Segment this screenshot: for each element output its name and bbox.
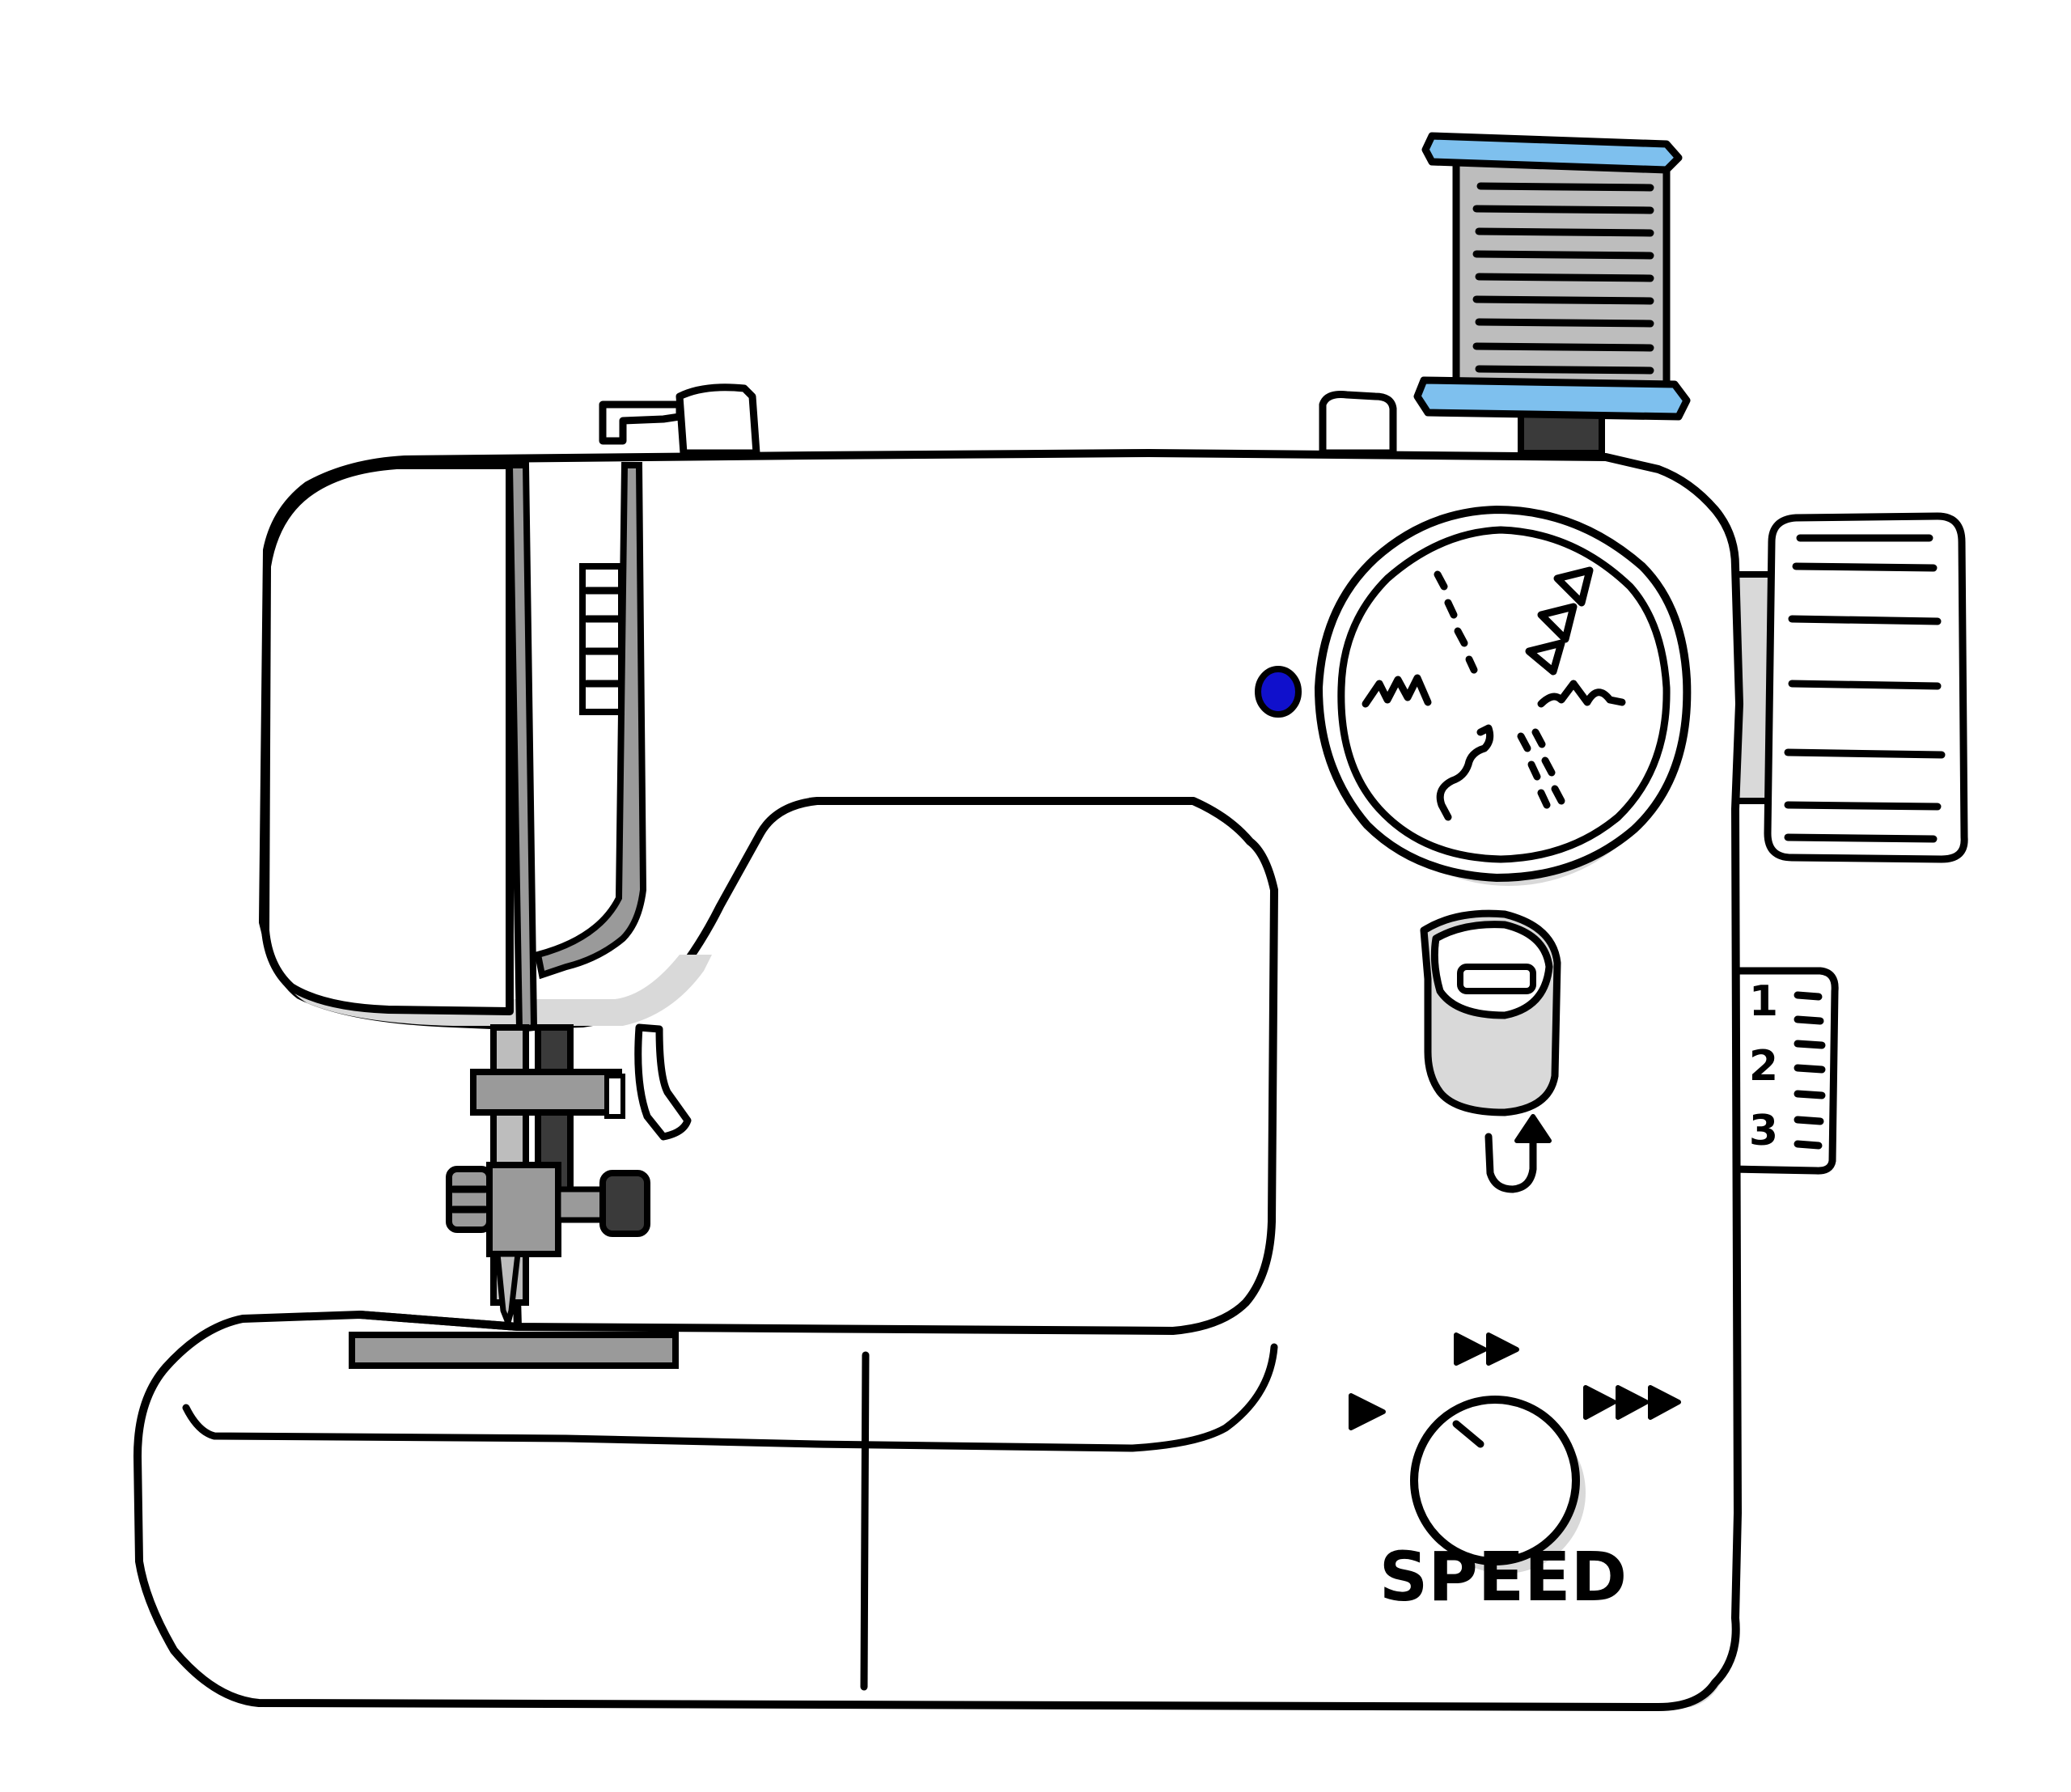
free-arm-top-edge <box>182 1343 1278 1452</box>
speed-label: SPEED <box>1379 1537 1628 1616</box>
needle-assembly[interactable] <box>446 1023 692 1326</box>
reverse-arrow-icon <box>1484 1129 1537 1193</box>
handwheel[interactable] <box>1720 512 1968 863</box>
reverse-lever-slot <box>1457 964 1536 994</box>
stitch-width-number-1: 1 <box>1749 977 1778 1026</box>
power-indicator-light <box>1255 666 1302 718</box>
presser-foot-body <box>486 1162 561 1257</box>
needle-clamp <box>470 1069 622 1116</box>
reverse-arrow-head <box>1514 1114 1552 1143</box>
handwheel-grip-lines <box>1784 534 1946 843</box>
head-cover <box>261 461 514 1015</box>
thread-spool[interactable] <box>1413 132 1691 456</box>
speed-control[interactable]: SPEED <box>1349 1332 1681 1616</box>
bobbin-winder-stopper[interactable] <box>1319 391 1397 457</box>
speed-dial-knob[interactable] <box>1410 1396 1580 1565</box>
speed-medium-icon <box>1454 1332 1519 1366</box>
needle <box>494 1251 521 1326</box>
presser-foot-lever[interactable] <box>634 1023 692 1141</box>
speed-fast-icon <box>1583 1385 1681 1420</box>
spool-bottom-cap <box>1413 376 1691 421</box>
stitch-width-ticks <box>1794 991 1826 1150</box>
speed-dial-pointer <box>1452 1420 1484 1448</box>
reverse-stitch-lever[interactable] <box>1420 909 1561 1193</box>
stitch-width-number-2: 2 <box>1749 1042 1778 1091</box>
needle-plate <box>349 1332 679 1369</box>
thread-take-up-lever[interactable] <box>579 563 625 715</box>
presser-foot-screw-left <box>446 1166 493 1233</box>
stitch-width-number-3: 3 <box>1749 1107 1778 1155</box>
spool-top-cap <box>1421 132 1683 174</box>
stitch-pattern-dial[interactable] <box>1314 505 1692 886</box>
stitch-width-dial[interactable]: 1 2 3 <box>1727 967 1839 1175</box>
free-arm-center-seam <box>860 1351 870 1691</box>
stitch-dial-inner-ring <box>1337 526 1671 863</box>
presser-foot-screw-right[interactable] <box>599 1170 650 1237</box>
spool-thread-lines <box>1472 182 1654 375</box>
stitch-pattern-symbols <box>1362 566 1626 821</box>
thread-guide-top <box>599 383 760 457</box>
speed-slow-icon <box>1349 1393 1386 1430</box>
needle-bar-rails <box>506 462 647 1033</box>
